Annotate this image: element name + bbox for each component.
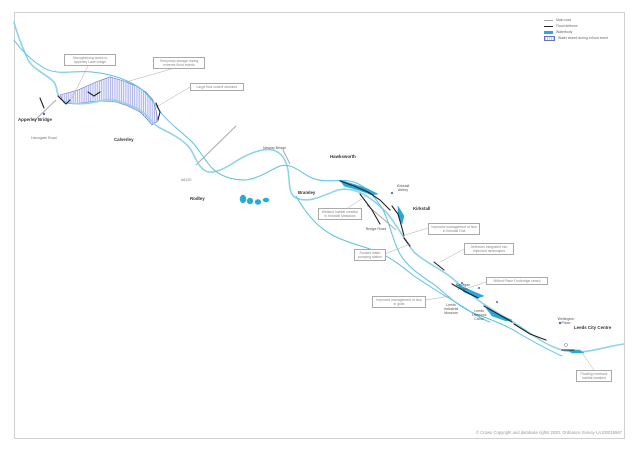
callout-strengthening-works: Strengthening works to Apperley Lane bri… xyxy=(64,54,116,67)
flood-storage-area xyxy=(59,76,159,126)
legend-road-swatch xyxy=(544,19,553,21)
label-calverley: Calverley xyxy=(114,137,134,142)
label-kirkstall-abbey: Kirkstall Abbey xyxy=(396,184,410,192)
leeds-liverpool-canal xyxy=(13,39,563,357)
legend-storage-swatch xyxy=(544,35,555,41)
map-frame xyxy=(14,12,625,439)
callout-large-flow-control: Large flow control structure xyxy=(190,83,244,92)
callout-improved-management-goits: Improved management of flow in goits xyxy=(372,296,426,309)
label-leeds-city-centre: Leeds City Centre xyxy=(574,325,612,330)
callout-temporary-storage: Temporary storage during extreme flood e… xyxy=(153,57,205,70)
legend-label: Main road xyxy=(556,18,572,22)
label-wellington-place: Wellington Place xyxy=(557,317,575,325)
place-markers xyxy=(42,112,568,347)
label-kirkstall: Kirkstall xyxy=(413,206,431,211)
label-leeds-industrial-museum: Leeds Industrial Museum xyxy=(443,303,459,315)
callout-defences-landscapes: Defences integrated into improved landsc… xyxy=(464,243,514,256)
road-a6120 xyxy=(195,125,237,166)
label-harrogate-road: Harrogate Road xyxy=(31,136,57,140)
callout-surface-water-pumping: Surface water pumping station xyxy=(354,249,386,262)
road-newlay xyxy=(282,149,291,165)
legend-item-flood-defence: Flood defence xyxy=(544,23,624,29)
label-apperley-bridge: Apperley Bridge xyxy=(18,117,52,122)
callout-milford-place-footbridge: Milford Place Footbridge raised xyxy=(486,277,548,286)
label-bridge-road: Bridge Road xyxy=(366,227,386,231)
label-bramley: Bramley xyxy=(298,190,316,195)
callout-improved-management-kirkstall: Improved management of flow in Kirkstall… xyxy=(428,223,480,236)
legend-label: Flood defence xyxy=(556,24,578,28)
legend-item-waterbody: Waterbody xyxy=(544,29,624,35)
copyright-notice: © Crown Copyright and database rights 20… xyxy=(475,430,622,435)
flood-defences xyxy=(39,91,575,351)
callout-wetland-habitat: Wetland habitat creation in Kirkstall Me… xyxy=(318,208,362,221)
legend-item-main-road: Main road xyxy=(544,17,624,23)
label-newlay-bridge: Newlay Bridge xyxy=(263,146,287,150)
label-cardigan-fields: Cardigan Fields xyxy=(455,283,471,291)
legend-flood-swatch xyxy=(544,25,553,27)
label-hawksworth: Hawksworth xyxy=(330,154,356,159)
label-leeds-liverpool-canal: Leeds Liverpool Canal xyxy=(471,309,487,321)
river-aire xyxy=(13,21,625,353)
road-harrogate xyxy=(33,99,57,122)
label-rodley: Rodley xyxy=(190,196,205,201)
map-legend: Main road Flood defence Waterbody Water … xyxy=(544,17,624,41)
legend-label: Waterbody xyxy=(556,30,573,34)
callout-leaders xyxy=(71,65,595,371)
callout-floating-habitat: Floating riverbank habitat installed xyxy=(576,370,612,383)
legend-label: Water stored during a flood event xyxy=(558,36,609,40)
label-a6120: A6120 xyxy=(181,178,192,182)
legend-item-water-stored: Water stored during a flood event xyxy=(544,35,624,41)
legend-water-swatch xyxy=(544,30,553,34)
waterbodies xyxy=(239,179,585,354)
